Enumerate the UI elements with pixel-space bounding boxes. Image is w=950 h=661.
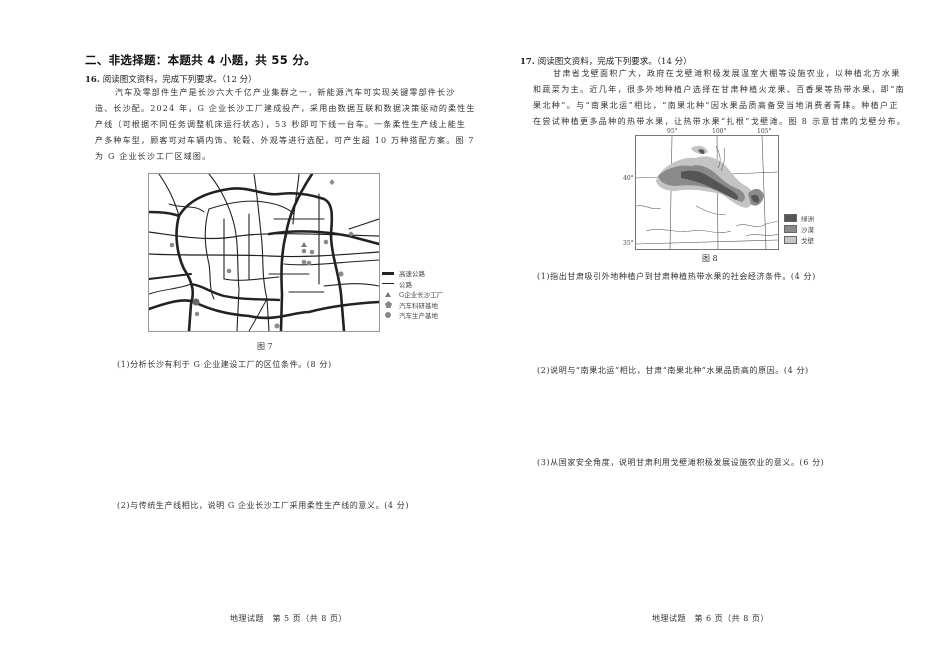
material-line: 为 G 企业长沙工厂区域图。 <box>95 152 212 161</box>
lon-tick-105: 105° <box>757 128 772 135</box>
legend-item-gobi: 戈壁 <box>784 234 814 245</box>
research-base-pentagon <box>329 179 335 185</box>
gansu-terrain-icon <box>636 136 778 249</box>
page-footer: 地理试题 第 6 页（共 8 页） <box>652 614 769 623</box>
circle-icon <box>382 312 394 319</box>
question-17-material: 甘肃省戈壁面积广大，政府在戈壁滩积极发展温室大棚等设施农业，以种植北方水果 和蔬… <box>533 66 907 130</box>
exam-page-6: 17.阅读图文资料，完成下列要求。（14 分） 甘肃省戈壁面积广大，政府在戈壁滩… <box>475 0 950 661</box>
legend-item-road: 公路 <box>382 279 443 290</box>
road-line-icon <box>382 283 394 285</box>
expressway-line-icon <box>382 272 394 275</box>
exam-page-5: 二、非选择题：本题共 4 小题，共 55 分。 16.阅读图文资料，完成下列要求… <box>85 53 476 623</box>
figure-7-legend: 高速公路 公路 G企业长沙工厂 汽车科研基地 汽车生产基地 <box>382 268 443 321</box>
oasis-swatch-icon <box>784 213 797 222</box>
figure-8-legend: 绿洲 沙漠 戈壁 <box>784 212 814 245</box>
lon-tick-100: 100° <box>712 128 727 135</box>
sub-question-16-2: (2)与传统生产线相比，说明 G 企业长沙工厂采用柔性生产线的意义。(4 分) <box>117 501 410 510</box>
question-17-header: 17.阅读图文资料，完成下列要求。（14 分） <box>520 55 692 67</box>
question-16-header: 16.阅读图文资料，完成下列要求。（12 分） <box>85 73 257 85</box>
triangle-icon <box>382 291 394 297</box>
pentagon-icon <box>382 301 394 309</box>
material-line: 在尝试种植更多品种的热带水果，让热带水果“扎根”戈壁滩。图 8 示意甘肃的戈壁分… <box>533 117 907 126</box>
page-footer: 地理试题 第 5 页（共 8 页） <box>230 614 347 623</box>
material-line: 果北种”。与“南果北运”相比，“南果北种”因水果品质高备受当地消费者青睐。种植户… <box>533 101 899 110</box>
lat-tick-40: 40° <box>623 175 634 182</box>
material-line: 汽车及零部件生产是长沙六大千亿产业集群之一，新能源汽车可实现关键零部件长沙 <box>115 88 456 97</box>
road-network-icon <box>149 174 379 331</box>
material-line: 甘肃省戈壁面积广大，政府在戈壁滩积极发展温室大棚等设施农业，以种植北方水果 <box>553 69 901 78</box>
sub-question-17-2: (2)说明与“南果北运”相比，甘肃“南果北种”水果品质高的原因。(4 分) <box>537 366 809 375</box>
figure-7-road-map <box>148 173 380 332</box>
question-number: 17. <box>520 57 535 67</box>
material-line: 产多种车型，顾客可对车辆内饰、轮毂、外观等进行选配，可产生超 10 万种搭配方案… <box>95 136 475 145</box>
sub-question-16-1: (1)分析长沙有利于 G 企业建设工厂的区位条件。(8 分) <box>117 360 332 369</box>
question-number: 16. <box>85 75 100 85</box>
sub-question-17-3: (3)从国家安全角度，说明甘肃利用戈壁滩积极发展设施农业的意义。(6 分) <box>537 458 825 467</box>
legend-item-expressway: 高速公路 <box>382 268 443 279</box>
material-line: 和蔬菜为主。近几年，很多外地种植户选择在甘肃种植火龙果、百香果等热带水果，即“南 <box>533 85 906 94</box>
lat-tick-35: 35° <box>623 240 634 247</box>
legend-item-factory: G企业长沙工厂 <box>382 289 443 300</box>
g-factory-triangle <box>301 242 307 247</box>
material-line: 产线（可根据不同任务调整机床运行状态），53 秒即可下线一台车。一条柔性生产线上… <box>95 120 467 129</box>
figure-7-caption: 图 7 <box>257 342 273 351</box>
figure-8-caption: 图 8 <box>702 254 718 263</box>
legend-item-oasis: 绿洲 <box>784 212 814 223</box>
figure-8-gansu-map <box>635 135 779 250</box>
question-prompt: 阅读图文资料，完成下列要求。（12 分） <box>102 75 257 85</box>
legend-item-desert: 沙漠 <box>784 223 814 234</box>
legend-item-production-base: 汽车生产基地 <box>382 310 443 321</box>
question-prompt: 阅读图文资料，完成下列要求。（14 分） <box>537 57 692 67</box>
section-title: 二、非选择题：本题共 4 小题，共 55 分。 <box>85 53 316 67</box>
gobi-swatch-icon <box>784 235 797 244</box>
lon-tick-95: 95° <box>667 128 678 135</box>
question-16-material: 汽车及零部件生产是长沙六大千亿产业集群之一，新能源汽车可实现关键零部件长沙 造、… <box>95 85 476 165</box>
material-line: 造、长沙配。2024 年，G 企业长沙工厂建成投产，采用由数据互联和数据决策驱动… <box>95 104 476 113</box>
legend-item-research-base: 汽车科研基地 <box>382 300 443 311</box>
sub-question-17-1: (1)指出甘肃吸引外地种植户到甘肃种植热带水果的社会经济条件。(4 分) <box>537 272 816 281</box>
desert-swatch-icon <box>784 224 797 233</box>
